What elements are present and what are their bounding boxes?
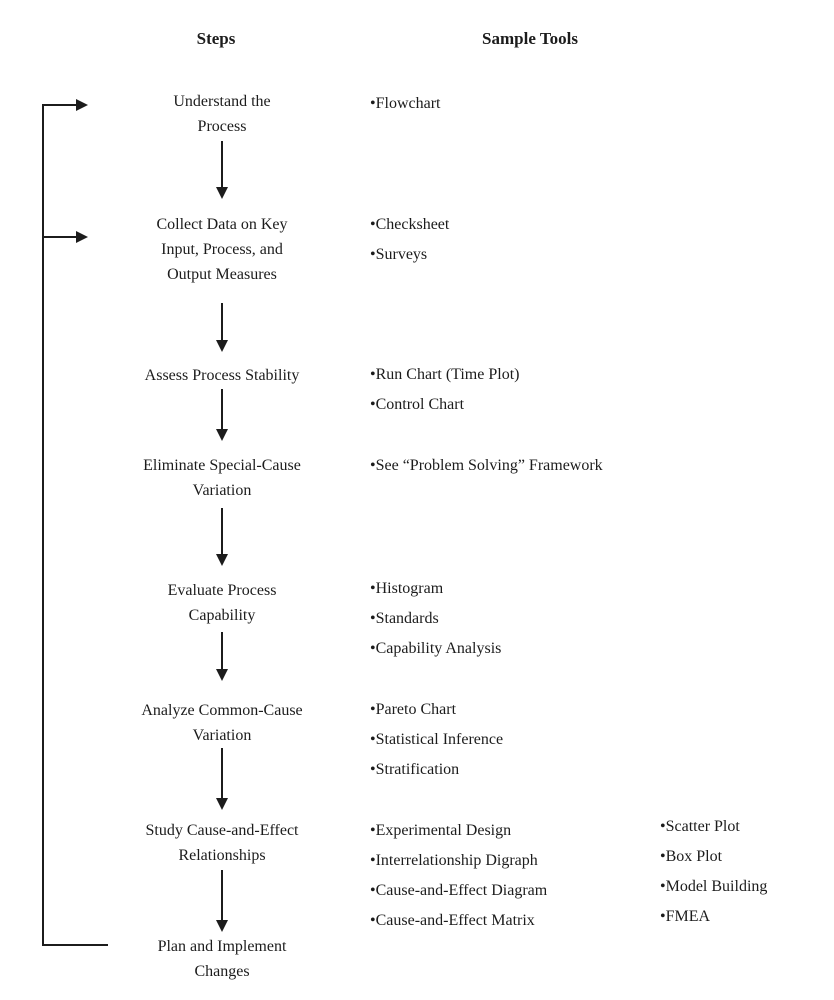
step-label-line: Relationships xyxy=(178,847,266,864)
feedback-loop-vertical-line xyxy=(42,104,44,946)
tool-item: •Stratification xyxy=(370,761,460,778)
tool-item: •Checksheet xyxy=(370,216,450,233)
step-label-line: Assess Process Stability xyxy=(144,367,300,384)
step-label-line: Collect Data on Key xyxy=(156,216,288,233)
tool-list-study-col1: •Experimental Design •Interrelationship … xyxy=(370,816,547,936)
step-study-cause-and-effect: Study Cause-and-Effect Relationships xyxy=(112,818,332,868)
step-evaluate-process-capability: Evaluate Process Capability xyxy=(112,578,332,628)
step-analyze-common-cause-variation: Analyze Common-Cause Variation xyxy=(112,698,332,748)
tool-item: •Histogram xyxy=(370,580,444,597)
step-label-line: Eliminate Special-Cause xyxy=(143,457,301,474)
tool-item: •Interrelationship Digraph xyxy=(370,852,538,869)
step-label-line: Analyze Common-Cause xyxy=(141,702,303,719)
tool-item: •Statistical Inference xyxy=(370,731,504,748)
tool-item: •Box Plot xyxy=(660,848,723,865)
tool-list-evaluate: •Histogram •Standards •Capability Analys… xyxy=(370,574,501,664)
step-label-line: Plan and Implement xyxy=(157,938,287,955)
down-arrow-icon xyxy=(216,748,228,810)
feedback-loop-arrow-line-to-step1 xyxy=(42,104,76,106)
feedback-loop-arrow-line-to-step2 xyxy=(42,236,76,238)
tool-item: •Cause-and-Effect Matrix xyxy=(370,912,535,929)
tool-item: •Surveys xyxy=(370,246,428,263)
tool-list-understand: •Flowchart xyxy=(370,89,440,119)
down-arrow-icon xyxy=(216,632,228,681)
tool-item: •See “Problem Solving” Framework xyxy=(370,457,603,474)
step-label-line: Evaluate Process xyxy=(167,582,277,599)
sample-tools-column-header: Sample Tools xyxy=(482,29,578,48)
step-label-line: Output Measures xyxy=(167,266,277,283)
step-label-line: Input, Process, and xyxy=(161,241,283,258)
step-understand-the-process: Understand the Process xyxy=(112,89,332,139)
tool-item: •Cause-and-Effect Diagram xyxy=(370,882,548,899)
feedback-arrowhead-icon xyxy=(76,99,88,111)
tool-item: •Run Chart (Time Plot) xyxy=(370,366,520,383)
tool-item: •Capability Analysis xyxy=(370,640,502,657)
tool-item: •Experimental Design xyxy=(370,822,512,839)
down-arrow-icon xyxy=(216,870,228,932)
step-label-line: Variation xyxy=(192,482,252,499)
step-eliminate-special-cause-variation: Eliminate Special-Cause Variation xyxy=(112,453,332,503)
feedback-loop-bottom-line xyxy=(42,944,108,946)
step-collect-data: Collect Data on Key Input, Process, and … xyxy=(112,212,332,287)
step-label-line: Understand the xyxy=(173,93,271,110)
tool-item: •Control Chart xyxy=(370,396,465,413)
tool-list-analyze: •Pareto Chart •Statistical Inference •St… xyxy=(370,695,503,785)
step-label-line: Capability xyxy=(188,607,256,624)
step-label-line: Study Cause-and-Effect xyxy=(145,822,299,839)
tool-list-assess: •Run Chart (Time Plot) •Control Chart xyxy=(370,360,519,420)
step-label-line: Variation xyxy=(192,727,252,744)
step-label-line: Changes xyxy=(194,963,250,980)
step-label-line: Process xyxy=(197,118,247,135)
steps-column-header: Steps xyxy=(196,29,236,48)
down-arrow-icon xyxy=(216,389,228,441)
down-arrow-icon xyxy=(216,508,228,566)
tool-item: •FMEA xyxy=(660,908,711,925)
tool-list-eliminate: •See “Problem Solving” Framework xyxy=(370,451,603,481)
tool-item: •Standards xyxy=(370,610,439,627)
down-arrow-icon xyxy=(216,303,228,352)
tool-item: •Model Building xyxy=(660,878,768,895)
step-plan-and-implement-changes: Plan and Implement Changes xyxy=(112,934,332,984)
step-assess-process-stability: Assess Process Stability xyxy=(112,363,332,388)
tool-item: •Flowchart xyxy=(370,95,441,112)
tool-list-study-col2: •Scatter Plot •Box Plot •Model Building … xyxy=(660,812,767,932)
down-arrow-icon xyxy=(216,141,228,199)
feedback-arrowhead-icon xyxy=(76,231,88,243)
tool-list-collect: •Checksheet •Surveys xyxy=(370,210,449,270)
tool-item: •Scatter Plot xyxy=(660,818,740,835)
tool-item: •Pareto Chart xyxy=(370,701,457,718)
